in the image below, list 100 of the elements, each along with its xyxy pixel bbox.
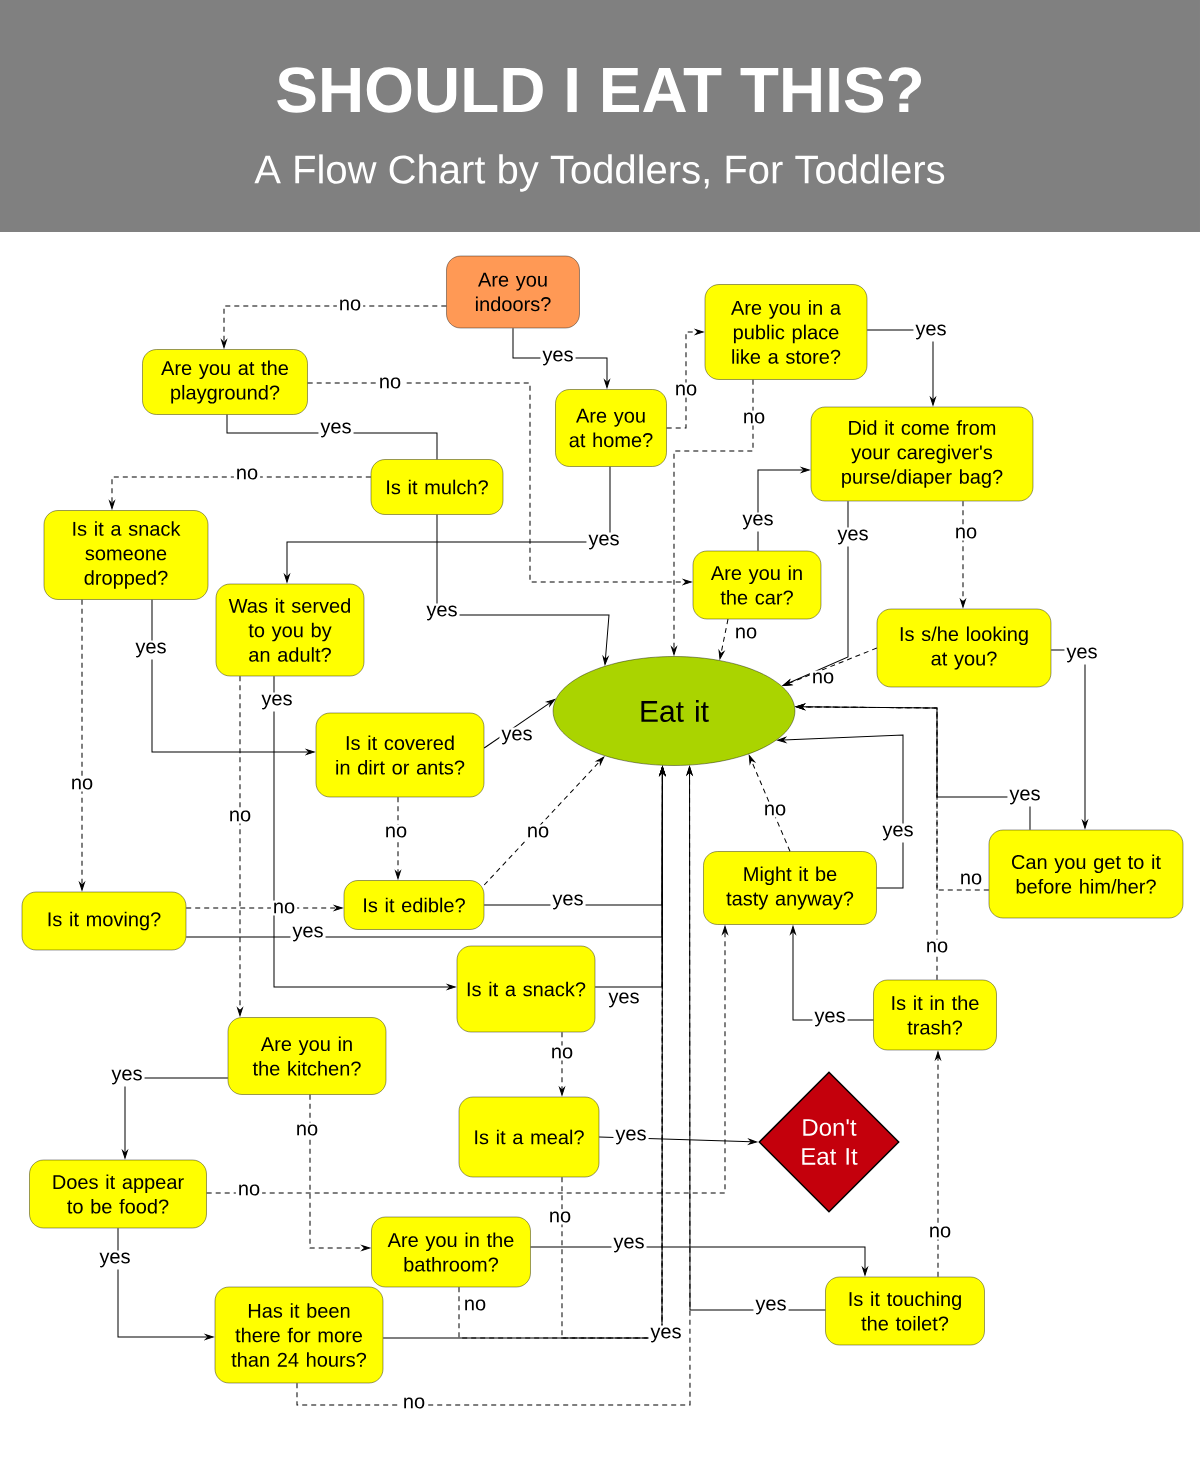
arrow [117, 1227, 214, 1340]
edge-label: no [957, 871, 985, 887]
decision-box: Is it covered in dirt or ants? [315, 712, 485, 798]
edge-label: yes [880, 823, 916, 843]
edge-label: no [400, 1395, 428, 1411]
edge-label: yes [606, 990, 642, 1010]
arrow [382, 766, 666, 1339]
edge-label: yes [1007, 787, 1043, 807]
edge-label: yes [812, 1009, 848, 1029]
edge-label: no [226, 808, 254, 824]
arrow [395, 796, 401, 880]
edge-label: yes [499, 727, 535, 747]
edge-label: yes [424, 603, 460, 623]
decision-box: Are you at the playground? [142, 349, 308, 415]
edge-label: yes [109, 1067, 145, 1087]
edge-label: no [68, 776, 96, 792]
start-box: Are you indoors? [446, 255, 580, 329]
decision-box: Is it a meal? [458, 1096, 600, 1178]
arrow [296, 766, 693, 1406]
edge-label: yes [613, 1127, 649, 1147]
edge-label: yes [648, 1325, 684, 1345]
edge-label: yes [290, 924, 326, 944]
edge-label: yes [1064, 645, 1100, 665]
arrow [483, 756, 605, 886]
arrow [782, 647, 878, 686]
edge-label: yes [540, 348, 576, 368]
decision-box: Are you in the kitchen? [227, 1017, 387, 1095]
arrow [559, 1031, 565, 1096]
decision-box: Does it appear to be food? [29, 1159, 207, 1229]
decision-box: Is it touching the toilet? [825, 1276, 985, 1346]
edge-label: yes [133, 640, 169, 660]
edge-label: no [672, 382, 700, 398]
arrow [795, 703, 938, 981]
decision-box: Are you in the bathroom? [371, 1216, 531, 1288]
arrow [436, 514, 610, 665]
edge-label: no [382, 824, 410, 840]
edge-label: yes [550, 892, 586, 912]
edge-label: no [233, 466, 261, 482]
arrow [237, 675, 243, 1017]
decision-box: Is s/he looking at you? [876, 608, 1052, 688]
decision-box: Is it a snack? [456, 945, 596, 1033]
decision-box: Has it been there for more than 24 hours? [214, 1286, 384, 1384]
arrow [221, 305, 447, 349]
arrow [206, 925, 728, 1194]
arrow [307, 382, 692, 585]
decision-box: Is it edible? [343, 880, 485, 930]
edge-label: no [461, 1297, 489, 1313]
decision-box: Is it mulch? [370, 459, 504, 515]
edge-label: no [732, 625, 760, 641]
arrow [284, 466, 611, 583]
decision-box: Is it a snack someone dropped? [43, 510, 209, 600]
edge-label: no [293, 1122, 321, 1138]
edge-label: no [809, 670, 837, 686]
arrow [757, 467, 810, 552]
edge-label: yes [97, 1250, 133, 1270]
arrow [151, 599, 315, 755]
arrow [185, 905, 343, 911]
edge-label: no [546, 1209, 574, 1225]
decision-box: Are you in a public place like a store? [704, 284, 868, 380]
edge-label: no [376, 375, 404, 391]
arrow [960, 500, 966, 608]
edge-label: yes [753, 1297, 789, 1317]
decision-box: Can you get to it before him/her? [988, 829, 1184, 919]
arrow [79, 599, 85, 891]
arrow [309, 1094, 371, 1251]
title: SHOULD I EAT THIS? [277, 67, 922, 113]
edge-label: no [270, 900, 298, 916]
edge-label: no [524, 824, 552, 840]
edge-label: no [952, 525, 980, 541]
decision-box: Is it moving? [21, 891, 187, 951]
edge-label: no [235, 1182, 263, 1198]
decision-box: Are you at home? [555, 389, 667, 467]
edge-label: yes [586, 532, 622, 552]
decision-box: Are you in the car? [692, 550, 822, 620]
edge-label: no [761, 802, 789, 818]
edge-label: yes [611, 1235, 647, 1255]
edge-label: yes [913, 322, 949, 342]
decision-box: Might it be tasty anyway? [703, 851, 877, 925]
arrow [109, 476, 372, 510]
arrow [671, 379, 754, 656]
decision-box: Was it served to you by an adult? [215, 583, 365, 677]
edge-label: no [926, 1224, 954, 1240]
arrow [718, 618, 729, 660]
edge-label: no [740, 410, 768, 426]
subtitle: A Flow Chart by Toddlers, For Toddlers [254, 154, 945, 192]
edge-label: no [336, 297, 364, 313]
edge-label: yes [259, 692, 295, 712]
decision-box: Is it in the trash? [873, 979, 997, 1051]
arrow [273, 675, 456, 990]
edge-label: yes [318, 420, 354, 440]
decision-box: Did it come from your caregiver's purse/diaper bag? [810, 406, 1034, 502]
edge-label: yes [835, 527, 871, 547]
arrow [530, 1246, 868, 1276]
arrow [666, 329, 704, 429]
edge-label: no [923, 939, 951, 955]
arrow [483, 699, 556, 749]
arrow [748, 755, 791, 852]
edge-label: no [548, 1045, 576, 1061]
edge-label: yes [740, 512, 776, 532]
arrow [777, 734, 904, 889]
